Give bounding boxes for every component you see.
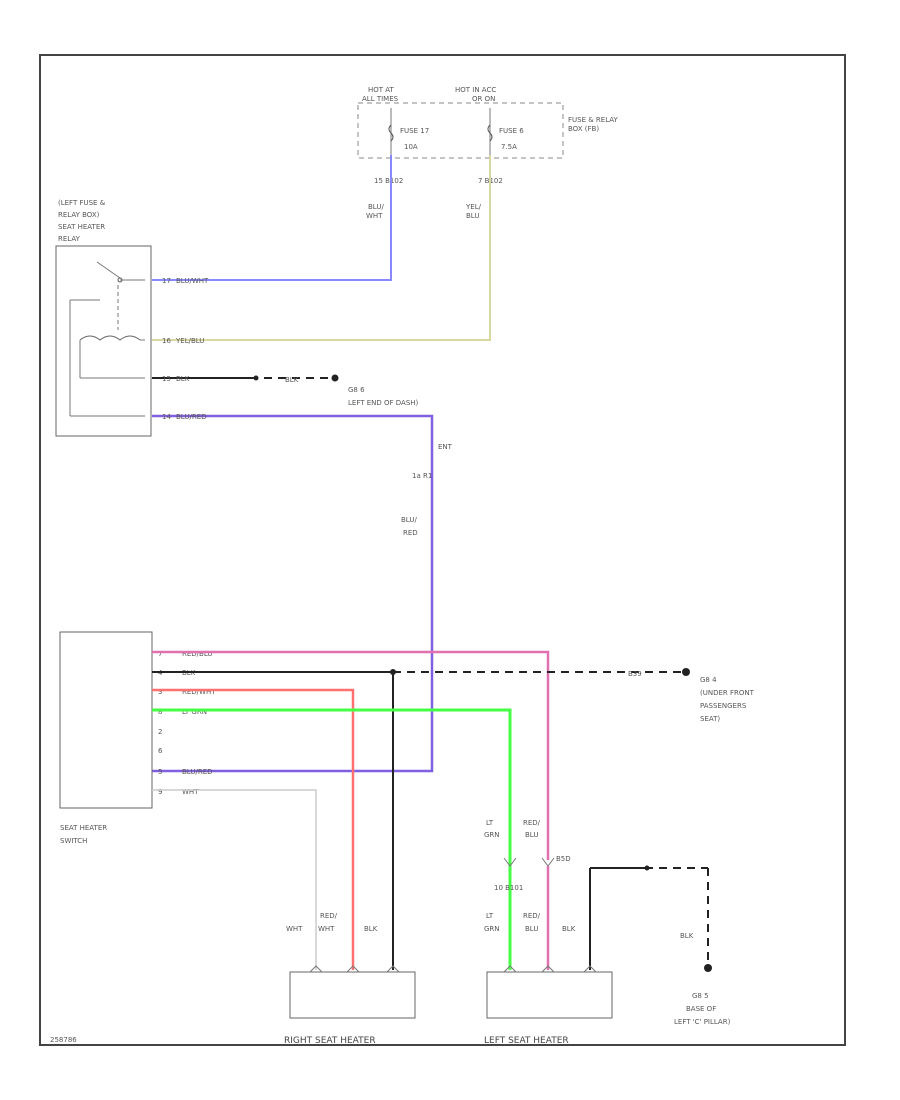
lconn-conn: 10 B101 (494, 884, 523, 892)
wire-label-blu-wht-2: WHT (366, 212, 383, 220)
switch-pin-3: 3 (158, 688, 162, 696)
wire-blu-wht (152, 155, 392, 281)
rh-wire-wht: WHT (286, 925, 303, 933)
left-heater-label: LEFT SEAT HEATER (484, 1036, 569, 1046)
wire-red-wht (152, 688, 355, 970)
relay-pin-14-wire: BLU/RED (176, 413, 207, 421)
rh-wire-blk: BLK (364, 925, 378, 933)
lconn-top-4: BLU (525, 831, 538, 839)
fuse-17-rating: 10A (404, 143, 418, 151)
lconn-bot-1: LT (486, 912, 494, 920)
left-seat-heater: LEFT SEAT HEATER (484, 965, 613, 1046)
switch-pin-9: 9 (158, 788, 162, 796)
fuse-6-label: FUSE 6 (499, 127, 524, 135)
relay-pin-16: 16 (162, 337, 171, 345)
wire-yel-blu (152, 155, 491, 341)
relay-label-1: (LEFT FUSE & (58, 199, 106, 207)
fuse-17-label: FUSE 17 (400, 127, 429, 135)
relay-pin-17: 17 (162, 277, 171, 285)
switch-pin-8-wire: LT GRN (182, 708, 207, 716)
switch-label-2: SWITCH (60, 837, 87, 845)
lconn-bot-2: GRN (484, 925, 500, 933)
rh-wire-red-2: WHT (318, 925, 335, 933)
ground-g84-icon (682, 668, 690, 676)
ground-c-label-1: G8 5 (692, 992, 709, 1000)
relay-coil-icon (79, 335, 141, 341)
fuse-relay-box: HOT AT ALL TIMES HOT IN ACC OR ON FUSE &… (357, 86, 619, 185)
lconn-bot-4: BLU (525, 925, 538, 933)
left-heater-connector: LT GRN RED/ BLU B5D 10 B101 LT GRN RED/ … (484, 819, 576, 933)
wire-label-yel-blu-1: YEL/ (465, 203, 482, 211)
switch-pin-9-wire: WHT (182, 788, 199, 796)
lconn-bot-5: BLK (562, 925, 576, 933)
wire-blu-red (152, 414, 434, 773)
wire-red-blu (152, 650, 550, 860)
right-seat-heater: RIGHT SEAT HEATER (284, 965, 416, 1046)
wire-label-blu-red-2: RED (403, 529, 418, 537)
switch-pin-6: 6 (158, 747, 163, 755)
lconn-top-1: LT (486, 819, 494, 827)
seat-heater-switch: SEAT HEATER SWITCH 7 RED/BLU 4 BLK 3 RED… (59, 631, 216, 845)
fuse-6-rating: 7.5A (501, 143, 517, 151)
ground-g86-label-1: G8 6 (348, 386, 365, 394)
diagram-frame (39, 54, 846, 1046)
switch-pin-5: 5 (158, 768, 162, 776)
switch-pin-8: 8 (158, 708, 162, 716)
relay-label-2: RELAY BOX) (58, 211, 100, 219)
switch-pin-7-wire: RED/BLU (182, 650, 213, 658)
ground-c-label-3: LEFT 'C' PILLAR) (674, 1018, 731, 1026)
relay-pin-14: 14 (162, 413, 171, 421)
fuse-box-label-line2: BOX (FB) (568, 125, 599, 133)
wire-wht (152, 789, 317, 970)
lconn-bot-3: RED/ (523, 912, 541, 920)
hot-in-acc-line2: OR ON (472, 95, 495, 103)
wire-label-blk-mid: BLK (285, 376, 299, 384)
ground-g86-icon (331, 374, 339, 382)
connector-mid-bottom: 1a R1 (412, 472, 432, 480)
relay-label-4: RELAY (58, 235, 81, 243)
ground-front-wire: B39 (628, 670, 642, 678)
seat-heater-relay: (LEFT FUSE & RELAY BOX) SEAT HEATER RELA… (55, 199, 209, 437)
ground-front-label-4: SEAT) (700, 715, 720, 723)
lconn-top-3: RED/ (523, 819, 541, 827)
switch-pin-2: 2 (158, 728, 162, 736)
connector-mid-top: ENT (438, 443, 453, 451)
hot-at-all-times-line2: ALL TIMES (362, 95, 399, 103)
ground-front-label-3: PASSENGERS (700, 702, 747, 710)
switch-pin-7: 7 (158, 650, 162, 658)
relay-contact-icon (96, 261, 121, 279)
hot-at-all-times-line1: HOT AT (368, 86, 395, 94)
relay-pin-15-wire: BLK (176, 375, 190, 383)
ground-g86-label-2: LEFT END OF DASH) (348, 399, 419, 407)
fuse-17-icon (388, 124, 394, 142)
wire-label-blu-wht-1: BLU/ (368, 203, 384, 211)
fuse-box-label-line1: FUSE & RELAY (568, 116, 619, 124)
ground-g85-icon (704, 964, 712, 972)
lconn-pin-label: B5D (556, 855, 571, 863)
ground-c-wire: BLK (680, 932, 694, 940)
lconn-top-2: GRN (484, 831, 500, 839)
right-heater-label: RIGHT SEAT HEATER (284, 1036, 376, 1046)
corner-code: 258786 (50, 1036, 77, 1044)
fuse-conn-left: 15 B102 (374, 177, 403, 185)
fuse-6-icon (487, 124, 493, 142)
ground-front-label-2: (UNDER FRONT (700, 689, 755, 697)
ground-c-label-2: BASE OF (686, 1005, 716, 1013)
relay-label-3: SEAT HEATER (58, 223, 105, 231)
wire-label-yel-blu-2: BLU (466, 212, 479, 220)
ground-front-label-1: G8 4 (700, 676, 717, 684)
relay-pin-17-wire: BLU/WHT (176, 277, 209, 285)
hot-in-acc-line1: HOT IN ACC (455, 86, 496, 94)
switch-pin-5-wire: BLU/RED (182, 768, 213, 776)
switch-pin-3-wire: RED/WHT (182, 688, 216, 696)
wire-label-blu-red-1: BLU/ (401, 516, 417, 524)
rh-wire-red-1: RED/ (320, 912, 338, 920)
wire-lt-grn (152, 708, 512, 970)
switch-label-1: SEAT HEATER (60, 824, 107, 832)
relay-pin-16-wire: YEL/BLU (175, 337, 204, 345)
relay-pin-15: 15 (162, 375, 171, 383)
